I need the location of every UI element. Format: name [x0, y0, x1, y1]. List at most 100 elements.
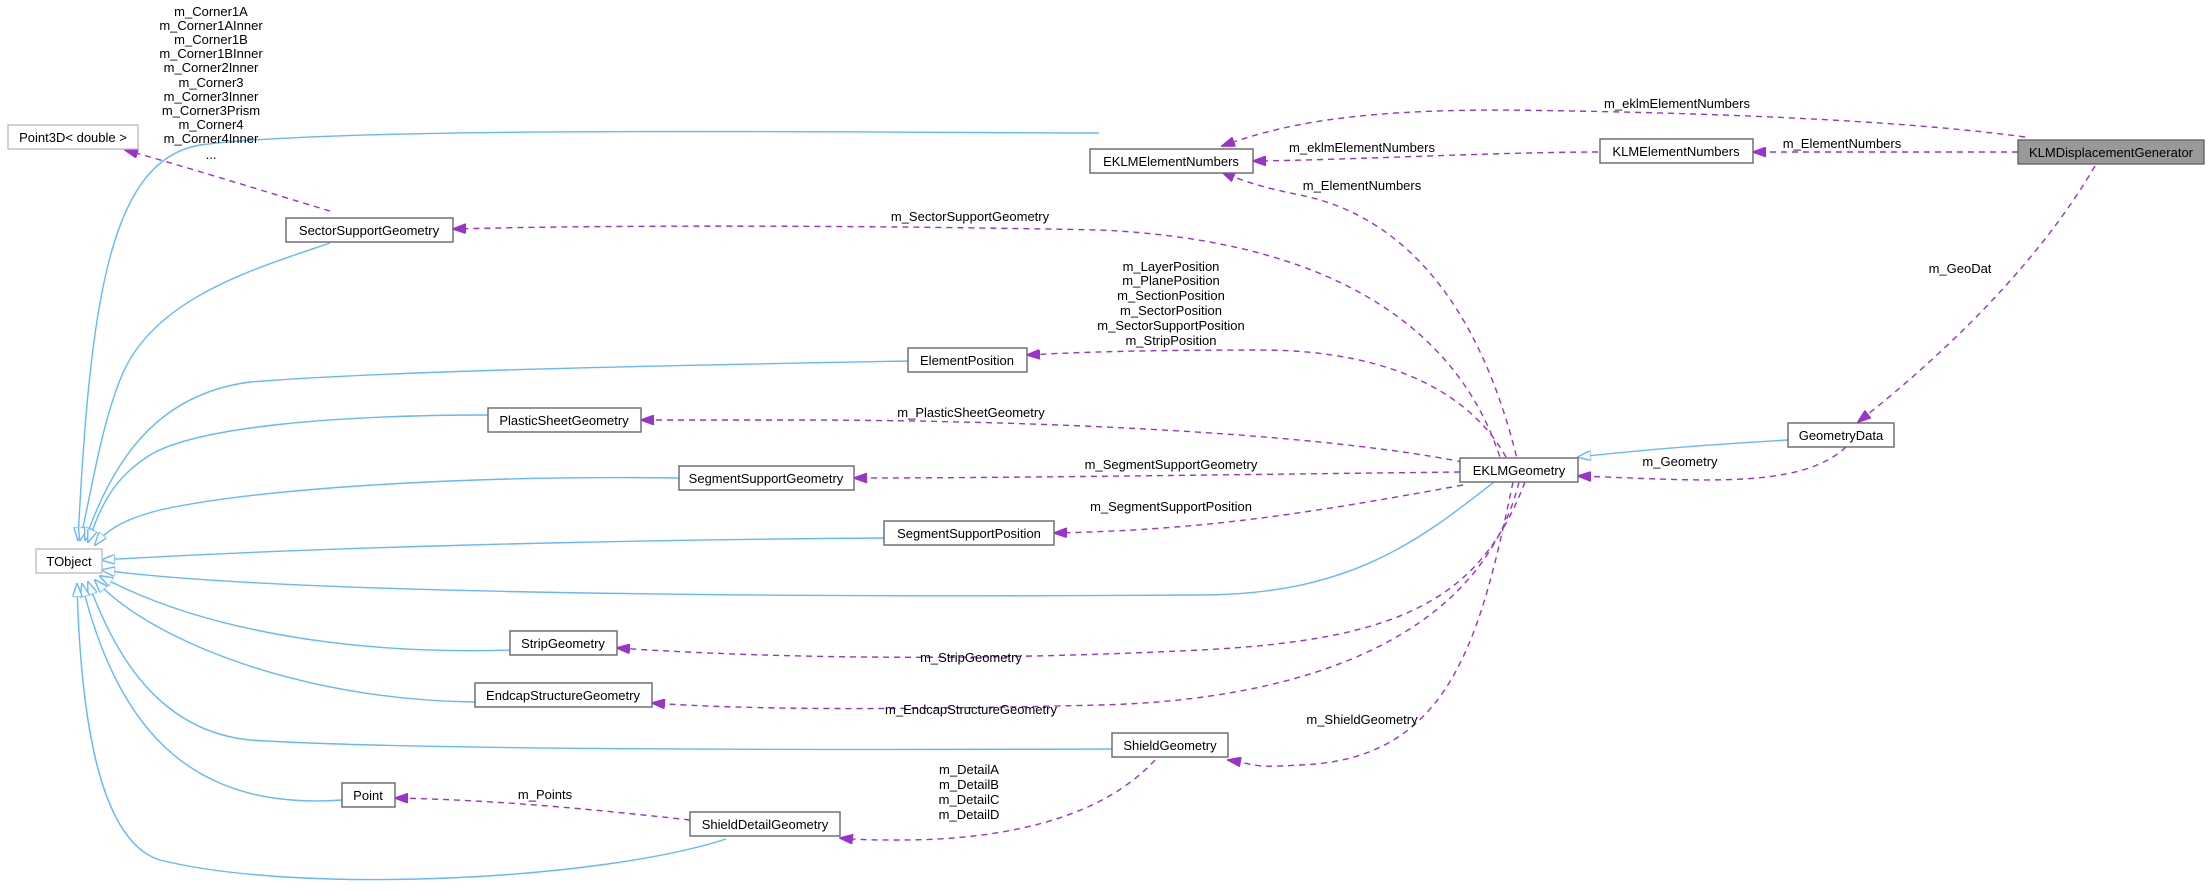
node-label: KLMDisplacementGenerator: [2029, 145, 2194, 160]
edge-eklmgeometry-shieldgeometry: [1228, 481, 1514, 766]
node-label: SectorSupportGeometry: [299, 223, 440, 238]
node-label: EndcapStructureGeometry: [486, 688, 640, 703]
edge-shieldgeometry-shielddetail: [840, 759, 1156, 840]
node-klm-displacement-generator[interactable]: KLMDisplacementGenerator: [2017, 139, 2205, 165]
edge-label-corner-3-inner: m_Corner3Inner: [164, 89, 259, 104]
node-label: EKLMElementNumbers: [1103, 154, 1239, 169]
edge-label-detail-d: m_DetailD: [939, 807, 1000, 822]
edge-eklmgeometry-segmentposition: [1054, 484, 1464, 533]
node-point[interactable]: Point: [341, 782, 396, 808]
edge-endcap-tobject: [95, 580, 476, 703]
edge-label-sector-position: m_SectorPosition: [1120, 303, 1222, 318]
edge-point-tobject: [82, 584, 343, 802]
edge-plasticsheet-tobject: [88, 414, 489, 542]
edge-label-corner-1a: m_Corner1A: [174, 4, 248, 19]
node-label: StripGeometry: [521, 636, 605, 651]
edge-label-plane-position: m_PlanePosition: [1122, 273, 1220, 288]
edge-label-corner-2-inner: m_Corner2Inner: [164, 60, 259, 75]
edge-eklmgeometry-tobject: [102, 481, 1495, 597]
edge-label-shield-geometry: m_ShieldGeometry: [1306, 712, 1418, 727]
edge-sectorsupport-point3d: [125, 150, 331, 212]
edge-label-plastic-sheet-geometry: m_PlasticSheetGeometry: [897, 405, 1045, 420]
edge-shieldgeometry-tobject: [88, 582, 1113, 751]
edge-label-klm-element-numbers: m_ElementNumbers: [1783, 136, 1902, 151]
edge-label-eklm-element-numbers-top: m_eklmElementNumbers: [1604, 96, 1750, 111]
node-label: ShieldGeometry: [1123, 738, 1217, 753]
node-element-position[interactable]: ElementPosition: [907, 347, 1028, 373]
node-label: ElementPosition: [920, 353, 1014, 368]
edge-segmentsupport-tobject: [95, 476, 680, 545]
node-label: SegmentSupportGeometry: [689, 471, 844, 486]
edge-label-corner-3: m_Corner3: [178, 75, 243, 90]
edge-shielddetail-tobject: [77, 584, 727, 881]
node-label: ShieldDetailGeometry: [702, 817, 829, 832]
edge-elementposition-tobject: [85, 360, 909, 540]
edge-label-corner-4-inner: m_Corner4Inner: [164, 131, 259, 146]
edge-eklmgeometry-eklmelementnumbers: [1222, 172, 1520, 468]
node-eklm-element-numbers[interactable]: EKLMElementNumbers: [1089, 148, 1254, 174]
edge-eklmgeometry-sectorsupport: [453, 226, 1504, 468]
member-edges: [125, 109, 2096, 840]
edge-segmentposition-tobject: [102, 537, 885, 560]
edge-labels: m_eklmElementNumbers m_eklmElementNumber…: [159, 4, 1991, 822]
edge-klmdisplacement-geometrydata: [1858, 165, 2096, 422]
node-label: EKLMGeometry: [1473, 463, 1566, 478]
node-label: GeometryData: [1799, 428, 1884, 443]
node-segment-support-position[interactable]: SegmentSupportPosition: [883, 520, 1055, 546]
node-shield-detail-geometry[interactable]: ShieldDetailGeometry: [689, 811, 841, 837]
edge-label-segment-support-geometry: m_SegmentSupportGeometry: [1085, 457, 1258, 472]
edge-label-endcap-structure-geometry: m_EndcapStructureGeometry: [885, 702, 1057, 717]
edge-stripgeometry-tobject: [100, 576, 511, 652]
node-plastic-sheet-geometry[interactable]: PlasticSheetGeometry: [487, 407, 642, 433]
edge-label-geo-dat: m_GeoDat: [1929, 261, 1992, 276]
edge-label-corner-4: m_Corner4: [178, 117, 243, 132]
node-label: PlasticSheetGeometry: [499, 413, 629, 428]
edge-shielddetail-point: [395, 798, 691, 821]
node-label: KLMElementNumbers: [1612, 144, 1740, 159]
edge-label-sector-support-geometry: m_SectorSupportGeometry: [891, 209, 1050, 224]
node-label: Point: [353, 788, 383, 803]
node-tobject[interactable]: TObject: [35, 548, 103, 574]
edge-label-corner-more: ...: [206, 147, 217, 162]
node-eklm-geometry[interactable]: EKLMGeometry: [1459, 457, 1579, 483]
node-shield-geometry[interactable]: ShieldGeometry: [1111, 732, 1229, 758]
edge-geometrydata-eklmgeometry: [1578, 439, 1789, 457]
node-label: TObject: [46, 554, 92, 569]
node-klm-element-numbers[interactable]: KLMElementNumbers: [1599, 138, 1754, 164]
edge-label-eklm-element-numbers-mid: m_eklmElementNumbers: [1289, 140, 1435, 155]
edge-label-segment-support-position: m_SegmentSupportPosition: [1090, 499, 1252, 514]
edge-label-strip-position: m_StripPosition: [1125, 333, 1216, 348]
edge-label-corner-1b-inner: m_Corner1BInner: [159, 46, 263, 61]
edge-label-detail-b: m_DetailB: [939, 777, 999, 792]
node-segment-support-geometry[interactable]: SegmentSupportGeometry: [678, 465, 855, 491]
edge-eklmgeometry-elementposition: [1027, 350, 1512, 468]
inheritance-edges: [77, 130, 1789, 881]
node-label: SegmentSupportPosition: [897, 526, 1041, 541]
edge-eklmgeometry-stripgeometry: [617, 481, 1526, 658]
edge-label-sector-support-position: m_SectorSupportPosition: [1097, 318, 1244, 333]
edge-label-section-position: m_SectionPosition: [1117, 288, 1225, 303]
node-sector-support-geometry[interactable]: SectorSupportGeometry: [285, 217, 454, 243]
edge-label-corner-1b: m_Corner1B: [174, 32, 248, 47]
edge-label-strip-geometry: m_StripGeometry: [920, 650, 1022, 665]
edge-sectorsupport-tobject: [80, 242, 331, 540]
node-endcap-structure-geometry[interactable]: EndcapStructureGeometry: [474, 682, 653, 708]
edge-klmdisplacement-eklmelementnumbers: [1222, 109, 2026, 146]
edge-eklmelementnumbers-tobject: [78, 130, 1100, 540]
node-strip-geometry[interactable]: StripGeometry: [509, 630, 618, 656]
node-label: Point3D< double >: [19, 130, 127, 145]
edge-eklmgeometry-endcap: [652, 481, 1520, 710]
node-geometry-data[interactable]: GeometryData: [1787, 422, 1895, 448]
edge-label-corner-3-prism: m_Corner3Prism: [162, 103, 260, 118]
node-point3d[interactable]: Point3D< double >: [7, 124, 139, 150]
edge-eklmgeometry-plasticsheet: [641, 420, 1464, 463]
edge-label-detail-c: m_DetailC: [939, 792, 1000, 807]
edge-label-layer-position: m_LayerPosition: [1123, 259, 1220, 274]
edge-label-detail-a: m_DetailA: [939, 762, 999, 777]
edge-eklmgeometry-segmentsupport: [854, 471, 1461, 478]
edge-label-corner-1a-inner: m_Corner1AInner: [159, 18, 263, 33]
edge-label-geometry: m_Geometry: [1642, 454, 1718, 469]
edge-label-points: m_Points: [518, 787, 573, 802]
edge-label-element-numbers: m_ElementNumbers: [1303, 178, 1422, 193]
